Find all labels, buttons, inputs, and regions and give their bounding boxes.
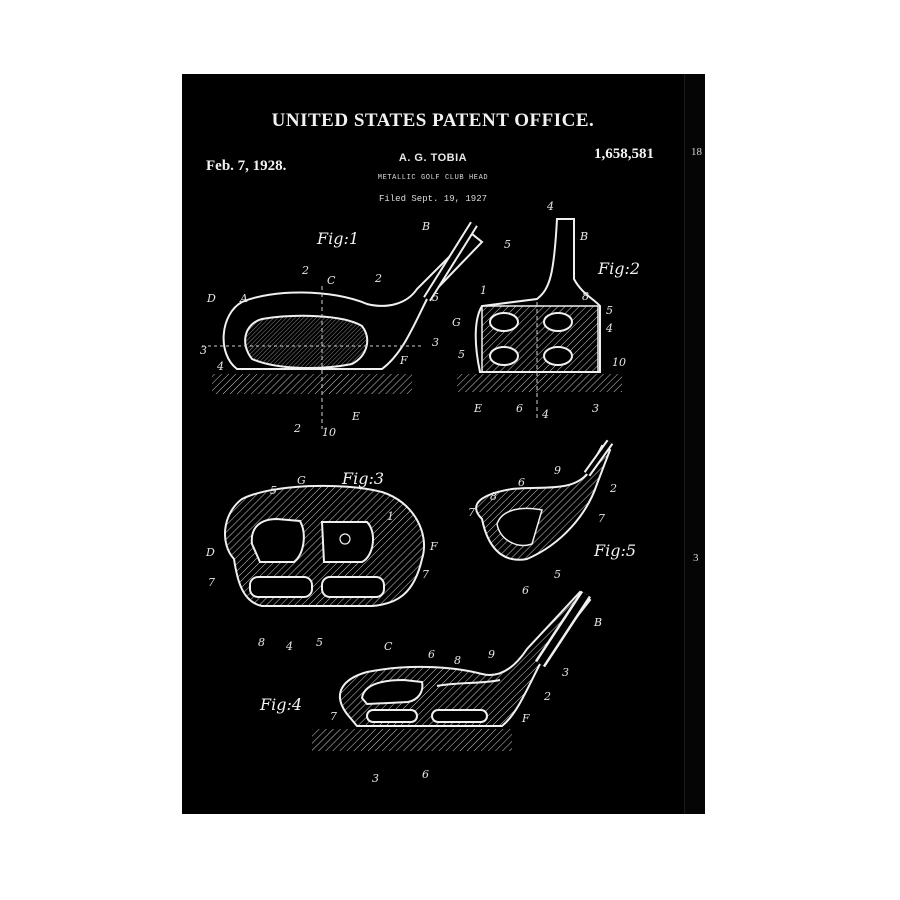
- callout: 2: [543, 690, 551, 703]
- callout: 10: [322, 426, 336, 439]
- callout: 9: [554, 464, 561, 477]
- callout: D: [206, 292, 216, 305]
- callout: 4: [541, 408, 549, 421]
- callout: 5: [606, 304, 613, 317]
- callout: F: [521, 712, 530, 725]
- fig3-label: Fig:3: [341, 469, 384, 488]
- callout: D: [205, 546, 215, 559]
- fig5-label: Fig:5: [593, 541, 636, 560]
- callout: 6: [428, 648, 435, 661]
- inventor-name: A. G. TOBIA: [398, 152, 468, 164]
- callout: 2: [609, 482, 617, 495]
- callout: 5: [458, 348, 465, 361]
- ground-hatch: [312, 729, 512, 751]
- callout: 8: [582, 290, 589, 303]
- callout: 6: [422, 768, 429, 781]
- side-fragment: 3: [693, 552, 699, 564]
- callout: 1: [480, 284, 487, 297]
- callout: 2: [301, 264, 309, 277]
- side-fragment: 18: [691, 146, 702, 158]
- invention-title: METALLIC GOLF CLUB HEAD: [377, 174, 489, 182]
- callout: F: [429, 540, 438, 553]
- callout: 4: [605, 322, 613, 335]
- callout: 8: [258, 636, 265, 649]
- callout: 7: [422, 568, 429, 581]
- ground-hatch: [457, 374, 622, 392]
- fig1-label: Fig:1: [316, 229, 359, 248]
- callout: 4: [285, 640, 293, 653]
- callout: 3: [200, 344, 207, 357]
- club-head-outline: [338, 590, 592, 727]
- patent-office-heading: UNITED STATES PATENT OFFICE.: [271, 110, 595, 131]
- callout: 3: [432, 336, 439, 349]
- callout: C: [384, 640, 393, 653]
- callout: 4: [546, 200, 554, 213]
- callout: E: [351, 410, 360, 423]
- figure-1: Fig:1 B D A C 2 2 5 3 3 4 F E 2 10: [200, 220, 484, 439]
- ground-hatch: [212, 374, 412, 394]
- callout: 7: [468, 506, 475, 519]
- callout: 3: [592, 402, 599, 415]
- callout: 5: [316, 636, 323, 649]
- patent-drawing: Fig:1 B D A C 2 2 5 3 3 4 F E 2 10: [200, 200, 640, 785]
- callout: 4: [216, 360, 224, 373]
- callout: 7: [598, 512, 605, 525]
- figure-5: Fig:5 6 9 8 2 7 7 5 6: [468, 439, 636, 597]
- fig4-label: Fig:4: [259, 695, 302, 714]
- callout: 5: [504, 238, 511, 251]
- callout: 5: [270, 484, 277, 497]
- callout: B: [421, 220, 430, 233]
- callout: E: [473, 402, 482, 415]
- callout: 3: [372, 772, 379, 785]
- canvas-front: UNITED STATES PATENT OFFICE. Feb. 7, 192…: [182, 74, 684, 814]
- callout: 5: [554, 568, 561, 581]
- callout: 9: [488, 648, 495, 661]
- callout: 3: [562, 666, 569, 679]
- callout: 8: [490, 490, 497, 503]
- callout: C: [327, 274, 336, 287]
- figure-3: Fig:3 5 G 1 D F 7 7 8 4 5: [205, 469, 438, 653]
- callout: 2: [293, 422, 301, 435]
- callout: 7: [208, 576, 215, 589]
- callout: A: [239, 292, 248, 305]
- figure-4: Fig:4 C 6 8 9 B 3 2 7 F 3 6: [259, 590, 602, 785]
- canvas-side-edge: 18 3: [684, 74, 705, 814]
- callout: 6: [518, 476, 525, 489]
- patent-date: Feb. 7, 1928.: [206, 158, 287, 174]
- callout: B: [579, 230, 588, 243]
- callout: 1: [387, 510, 394, 523]
- callout: 6: [522, 584, 529, 597]
- club-face-insert: [244, 314, 369, 369]
- figure-2: Fig:2 4 B 5 1 8 G 5 4 5 10 E 6 4 3: [452, 200, 640, 421]
- callout: F: [399, 354, 408, 367]
- callout: 10: [612, 356, 626, 369]
- callout: G: [452, 316, 461, 329]
- patent-number: 1,658,581: [594, 146, 654, 162]
- filed-date: Filed Sept. 19, 1927: [378, 194, 488, 204]
- fig2-label: Fig:2: [597, 259, 640, 278]
- callout: 6: [516, 402, 523, 415]
- callout: 7: [330, 710, 337, 723]
- callout: 5: [432, 291, 439, 304]
- callout: 8: [454, 654, 461, 667]
- callout: B: [593, 616, 602, 629]
- callout: 2: [374, 272, 382, 285]
- callout: G: [297, 474, 306, 487]
